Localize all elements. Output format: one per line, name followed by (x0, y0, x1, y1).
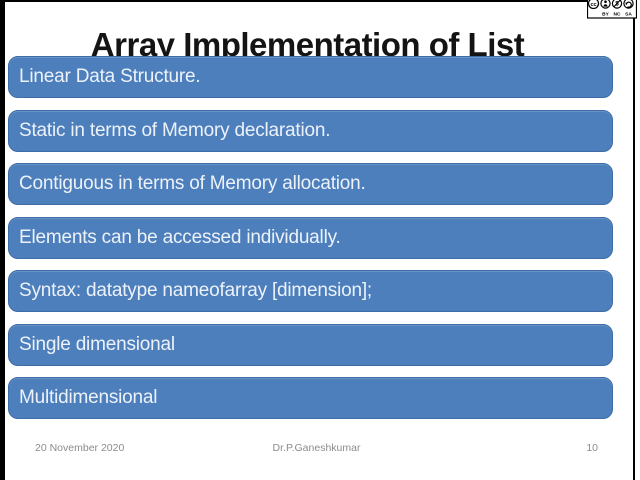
svg-text:$: $ (615, 2, 619, 8)
footer-date: 20 November 2020 (35, 442, 125, 454)
video-frame-border-left (0, 0, 5, 480)
cc-label-nc: NC (614, 12, 621, 18)
slide-footer: 20 November 2020 Dr.P.Ganeshkumar 10 (35, 442, 598, 456)
bullet-bar-label: Single dimensional (19, 333, 175, 355)
bullet-bar-label: Syntax: datatype nameofarray [dimension]… (19, 280, 372, 301)
bullet-bar-syntax: Syntax: datatype nameofarray [dimension]… (8, 270, 613, 312)
svg-text:cc: cc (590, 2, 596, 8)
bullet-bar-multidimensional: Multidimensional (8, 377, 613, 419)
bullet-bar-label: Multidimensional (19, 387, 158, 408)
slide-number: 10 (586, 442, 598, 454)
cc-label-sa: SA (625, 12, 632, 18)
cc-label-by: BY (602, 12, 609, 18)
bullet-bar-label: Linear Data Structure. (19, 66, 201, 87)
bullet-bar-linear: Linear Data Structure. (8, 56, 613, 98)
bullet-bar-label: Elements can be accessed individually. (19, 226, 341, 248)
bullet-bar-contiguous: Contiguous in terms of Memory allocation… (8, 163, 613, 205)
bullet-bar-single-dimensional: Single dimensional (8, 323, 613, 366)
bullet-bar-label: Static in terms of Memory declaration. (19, 119, 331, 141)
bullet-bar-static: Static in terms of Memory declaration. (8, 109, 613, 152)
video-frame-border-top (0, 0, 636, 2)
bullet-bar-elements: Elements can be accessed individually. (8, 216, 613, 259)
footer-author: Dr.P.Ganeshkumar (272, 442, 361, 454)
cc-license-badge: cc $ BY NC SA (587, 0, 637, 19)
video-frame-border-right (633, 0, 635, 480)
bullet-bar-list: Linear Data Structure. Static in terms o… (8, 56, 613, 419)
bullet-bar-label: Contiguous in terms of Memory allocation… (19, 173, 366, 194)
cc-by-nc-sa-icon: cc $ BY NC SA (587, 0, 637, 19)
